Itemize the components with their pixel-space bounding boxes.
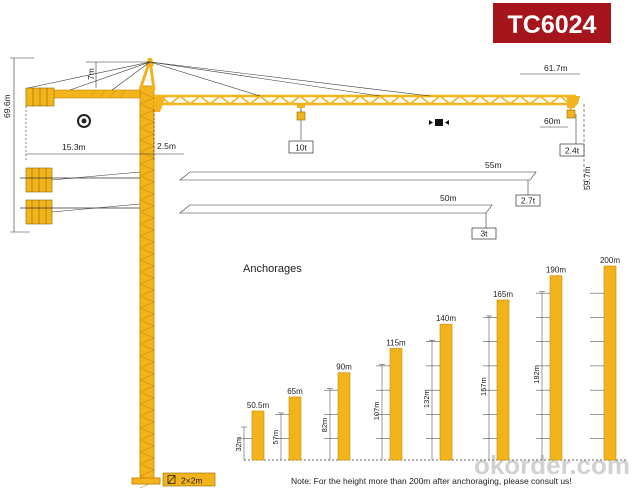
base-size-label: 2×2m xyxy=(181,476,203,486)
counterweight-diagram-2 xyxy=(20,199,141,225)
counterweight-diagram-1 xyxy=(20,167,141,193)
column-height-label: 90m xyxy=(336,363,352,372)
column-height-label: 200m xyxy=(600,256,620,265)
jib-option-50m-load: 3t xyxy=(480,229,488,239)
column-height-label: 115m xyxy=(386,338,406,347)
anchorage-column: 200m xyxy=(590,256,620,461)
jib-option-55m: 55m 2.7t xyxy=(179,160,541,207)
total-height-label: 69.6m xyxy=(2,94,12,118)
anchorages-title: Anchorages xyxy=(243,263,302,275)
anchorage-column: 140m 132m xyxy=(422,314,456,461)
column-height-label: 190m xyxy=(546,266,566,275)
top-height-label: 7m xyxy=(86,68,96,80)
column-height-label: 165m xyxy=(493,290,513,299)
column-height-label: 65m xyxy=(287,387,303,396)
column-height-label: 50.5m xyxy=(247,401,270,410)
trolley-travel-icon xyxy=(429,119,449,126)
jib-radius-label: 60m xyxy=(544,116,561,126)
main-jib xyxy=(149,61,580,140)
counter-jib-label: 15.3m xyxy=(62,142,86,152)
anchorage-column: 190m 182m xyxy=(532,266,566,461)
footnote: Note: For the height more than 200m afte… xyxy=(291,476,572,486)
column-height-label: 140m xyxy=(436,314,456,323)
tower-top xyxy=(138,58,156,91)
jib-option-50m-length: 50m xyxy=(440,193,457,203)
tip-load-label: 2.4t xyxy=(565,146,580,156)
anchorage-column: 65m 57m xyxy=(271,387,303,461)
max-load-label: 10t xyxy=(295,143,307,153)
anchorage-column: 115m 107m xyxy=(372,338,406,461)
jib-option-50m: 50m 3t xyxy=(179,193,497,240)
anchor-height-label: 57m xyxy=(271,430,280,445)
tower-mast xyxy=(131,85,161,489)
anchorage-column: 50.5m 32m xyxy=(234,401,270,461)
anchor-height-label: 132m xyxy=(422,389,431,408)
jib-option-55m-length: 55m xyxy=(485,160,502,170)
anchorage-column: 90m 82m xyxy=(320,363,352,461)
model-badge xyxy=(493,3,611,43)
counter-jib xyxy=(25,61,151,128)
jib-length-label: 61.7m xyxy=(544,63,568,73)
jib-option-55m-load: 2.7t xyxy=(521,196,536,206)
model-title: TC6024 xyxy=(508,11,597,39)
hook-block xyxy=(296,111,306,121)
watermark: okorder.com xyxy=(474,450,630,480)
anchor-height-label: 32m xyxy=(234,437,243,452)
anchor-height-label: 157m xyxy=(479,377,488,396)
anchor-height-label: 107m xyxy=(372,401,381,420)
tower-offset-label: 2.5m xyxy=(157,141,176,151)
anchor-height-label: 82m xyxy=(320,418,329,433)
tip-hook-block xyxy=(566,109,576,119)
anchor-height-label: 182m xyxy=(532,365,541,384)
anchorage-column: 165m 157m xyxy=(479,290,513,461)
tip-height-label: 59.7m xyxy=(582,166,592,190)
